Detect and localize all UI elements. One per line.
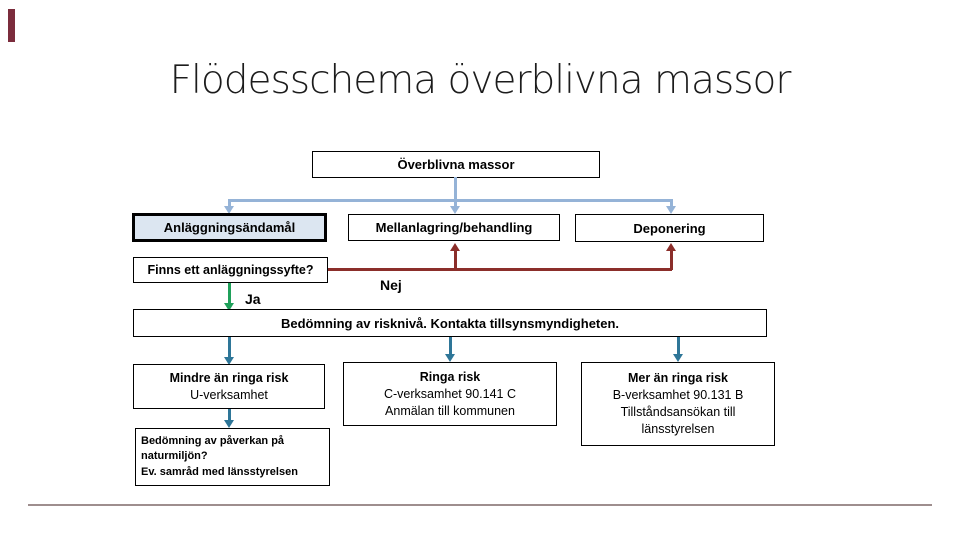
box-overblivna-massor: Överblivna massor [312,151,600,178]
box-line: Bedömning av påverkan på [141,434,285,447]
arrowhead-down-icon [224,303,234,311]
arrowhead-up-icon [666,243,676,251]
arrowhead-down-icon [450,206,460,214]
arrowhead-down-icon [224,357,234,365]
box-finns-anlaggningssyfte: Finns ett anläggningssyfte? [133,257,328,283]
slide-accent-bar [8,9,15,42]
slide-footer-line [28,504,932,506]
box-mindre-an-ringa-risk: Mindre än ringa risk U-verksamhet [133,364,325,409]
connector-to-mellanlagring [454,199,457,208]
box-line: naturmiljön? [141,450,208,463]
arrowhead-down-icon [224,420,234,428]
box-line: U-verksamhet [190,387,268,402]
arrowhead-down-icon [224,206,234,214]
box-line: Anmälan till kommunen [385,403,515,418]
connector-nej-up-mellanlagring [454,250,457,270]
box-line: C-verksamhet 90.141 C [383,386,516,401]
connector-to-ringa-risk [449,337,452,355]
box-line: Mer än ringa risk [627,371,729,385]
ja-label: Ja [245,291,261,307]
box-ringa-risk: Ringa risk C-verksamhet 90.141 C Anmälan… [343,362,557,426]
connector-to-anlaggning [228,199,231,208]
box-deponering: Deponering [575,214,764,242]
connector-ja-vertical [228,283,231,304]
slide-title: Flödesschema överblivna massor [169,58,792,103]
arrowhead-up-icon [450,243,460,251]
box-bedomning-riskniva: Bedömning av risknivå. Kontakta tillsyns… [133,309,767,337]
box-bedomning-naturmiljo: Bedömning av påverkan på naturmiljön? Ev… [135,428,330,486]
connector-to-mindre-risk [228,337,231,358]
nej-label: Nej [380,277,402,293]
connector-nej-horizontal [328,268,672,271]
box-mellanlagring-behandling: Mellanlagring/behandling [348,214,560,241]
box-line: Mindre än ringa risk [169,370,289,385]
box-line: Ev. samråd med länsstyrelsen [141,465,298,478]
box-line: Tillståndsansökan till [620,405,736,419]
connector-top-horizontal [228,199,672,202]
connector-to-mer-risk [677,337,680,355]
arrowhead-down-icon [445,354,455,362]
arrowhead-down-icon [673,354,683,362]
box-line: Ringa risk [419,369,481,384]
connector-nej-up-deponering [670,250,673,270]
box-line: länsstyrelsen [641,422,715,436]
box-line: B-verksamhet 90.131 B [612,388,744,402]
connector-to-nature-box [228,409,231,421]
box-mer-an-ringa-risk: Mer än ringa risk B-verksamhet 90.131 B … [581,362,775,446]
arrowhead-down-icon [666,206,676,214]
connector-to-deponering [670,199,673,208]
box-anlaggningsandamal: Anläggningsändamål [132,213,327,242]
connector-top-vertical [454,177,457,200]
